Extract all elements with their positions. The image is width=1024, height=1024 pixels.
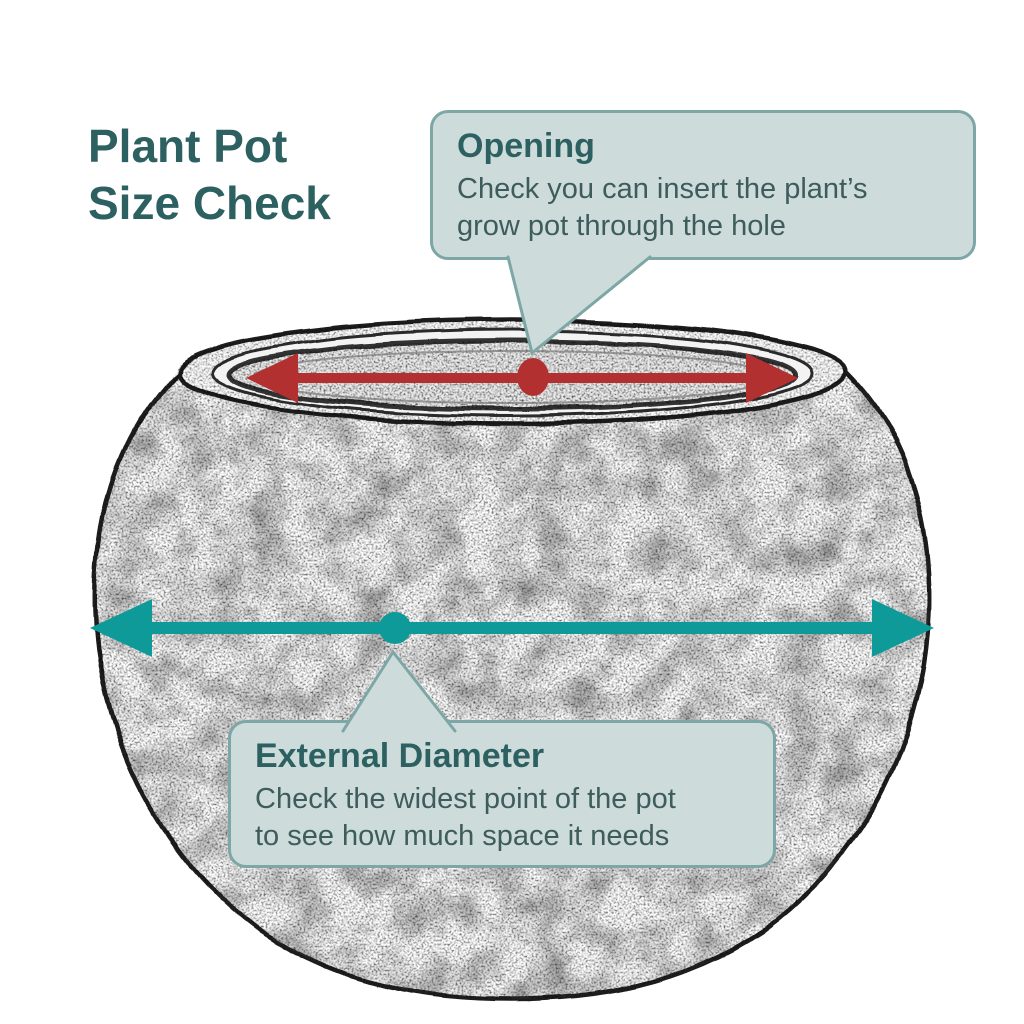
- external-diameter-body-line-1: Check the widest point of the pot: [255, 783, 676, 815]
- external-diameter-callout-body: Check the widest point of the pot to see…: [255, 781, 749, 854]
- external-diameter-callout: External Diameter Check the widest point…: [228, 720, 776, 868]
- opening-callout-body-line-1: Check you can insert the plant’s: [457, 173, 868, 205]
- external-diameter-body-line-2: to see how much space it needs: [255, 819, 670, 852]
- opening-callout-body-line-2: grow pot through the hole: [457, 209, 786, 242]
- opening-arrowhead-left: [246, 353, 298, 403]
- pot-body-texture: [94, 320, 930, 999]
- opening-callout: Opening Check you can insert the plant’s…: [430, 110, 976, 260]
- opening-measure-arrow: [246, 353, 798, 403]
- external-diameter-callout-heading: External Diameter: [255, 737, 545, 775]
- page-title: Plant Pot Size Check: [88, 118, 331, 232]
- opening-callout-heading: Opening: [457, 127, 595, 165]
- external-arrowhead-right: [872, 599, 934, 657]
- external-diameter-measure-arrow: [90, 599, 934, 657]
- external-center-dot: [379, 612, 411, 644]
- page-title-line-1: Plant Pot: [88, 120, 288, 172]
- page-title-line-2: Size Check: [88, 177, 331, 230]
- external-arrowhead-left: [90, 599, 152, 657]
- opening-arrowhead-right: [746, 353, 798, 403]
- opening-callout-body: Check you can insert the plant’s grow po…: [457, 171, 949, 244]
- opening-center-dot: [517, 358, 549, 396]
- opening-callout-pointer: [506, 255, 652, 356]
- external-diameter-callout-pointer: [341, 649, 457, 733]
